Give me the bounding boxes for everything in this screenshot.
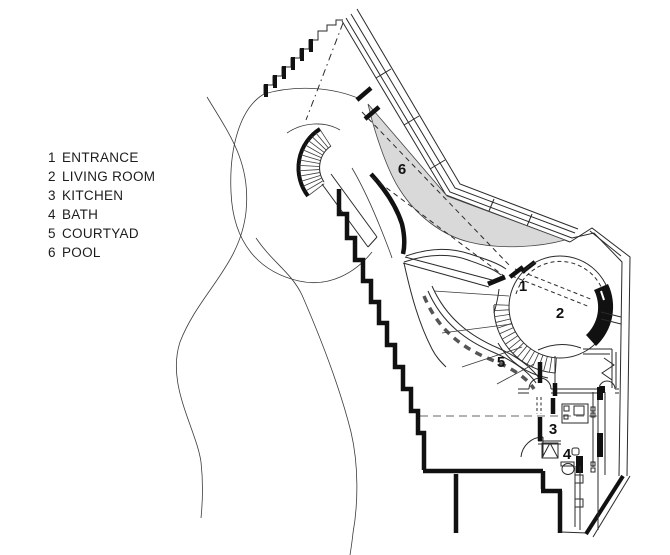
legend-num: 2 xyxy=(48,169,56,184)
bath xyxy=(537,417,583,475)
legend-item-bath: 4 BATH xyxy=(48,205,155,224)
stepped-retaining-wall xyxy=(336,189,563,533)
living-room-circle xyxy=(508,255,614,359)
legend-item-living-room: 2 LIVING ROOM xyxy=(48,167,155,186)
label-entrance: 1 xyxy=(519,278,527,295)
building-envelope xyxy=(560,227,631,538)
label-bath: 4 xyxy=(563,446,572,463)
entrance-steps xyxy=(487,260,537,287)
legend-num: 5 xyxy=(48,226,56,241)
legend-item-entrance: 1 ENTRANCE xyxy=(48,148,155,167)
legend-num: 4 xyxy=(48,207,56,222)
toilet xyxy=(561,463,575,475)
label-kitchen: 3 xyxy=(549,421,557,438)
kitchen xyxy=(518,348,619,458)
legend-item-kitchen: 3 KITCHEN xyxy=(48,186,155,205)
fireplace xyxy=(586,284,614,346)
legend-label: POOL xyxy=(62,245,101,260)
terrain-contour-lines xyxy=(175,96,358,555)
plan-labels: 1 2 3 4 5 6 xyxy=(398,161,572,463)
label-pool: 6 xyxy=(398,161,406,178)
curved-deck-wall xyxy=(369,172,407,255)
courtyard xyxy=(403,262,557,391)
legend-label: LIVING ROOM xyxy=(62,169,156,184)
legend-item-courtyard: 5 COURTYAD xyxy=(48,224,155,243)
bottom-diagonal-wall xyxy=(584,474,625,536)
legend-label: ENTRANCE xyxy=(62,150,139,165)
legend-label: COURTYAD xyxy=(62,226,139,241)
label-living-room: 2 xyxy=(556,305,564,322)
courtyard-paving-lines xyxy=(433,290,535,385)
corridor xyxy=(574,387,606,530)
upper-terrace-outline xyxy=(230,87,393,283)
legend-label: BATH xyxy=(62,207,99,222)
wall-break-marks xyxy=(355,86,381,121)
legend-num: 1 xyxy=(48,150,56,165)
legend-num: 3 xyxy=(48,188,56,203)
top-stair xyxy=(263,19,343,97)
label-courtyard: 5 xyxy=(497,354,505,371)
legend-num: 6 xyxy=(48,245,56,260)
legend-label: KITCHEN xyxy=(62,188,124,203)
fan-stair xyxy=(296,127,378,248)
legend-item-pool: 6 POOL xyxy=(48,243,155,262)
